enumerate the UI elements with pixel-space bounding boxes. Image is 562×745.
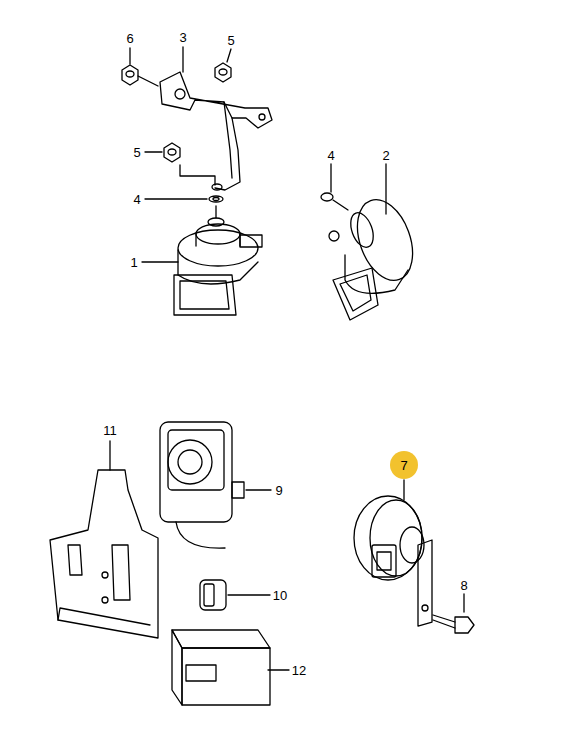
callout-number: 4 bbox=[133, 193, 140, 206]
callout-number: 6 bbox=[126, 32, 133, 45]
callout-number: 3 bbox=[179, 31, 186, 44]
leader-lines bbox=[110, 47, 464, 670]
callout-number: 7 bbox=[400, 459, 407, 472]
callout-number: 1 bbox=[130, 256, 137, 269]
horn bbox=[329, 192, 423, 320]
bracket bbox=[50, 470, 158, 638]
callout-number: 11 bbox=[103, 424, 117, 437]
callout-number: 12 bbox=[292, 664, 306, 677]
callout-number: 4 bbox=[327, 149, 334, 162]
control-unit bbox=[172, 630, 270, 705]
callout-number: 2 bbox=[382, 149, 389, 162]
connector bbox=[200, 580, 226, 610]
nut bbox=[215, 63, 231, 82]
callout-number: 5 bbox=[227, 34, 234, 47]
callout-number: 8 bbox=[460, 579, 467, 592]
callout-number: 5 bbox=[133, 146, 140, 159]
horn bbox=[354, 496, 432, 626]
speaker bbox=[160, 422, 244, 548]
nut bbox=[122, 65, 158, 86]
nut bbox=[164, 143, 215, 185]
callout-circle: 7 bbox=[390, 451, 418, 479]
callout-number: 10 bbox=[273, 589, 287, 602]
horn bbox=[174, 218, 262, 315]
bolt bbox=[433, 615, 474, 633]
callout-number: 9 bbox=[275, 484, 282, 497]
bracket bbox=[160, 72, 272, 128]
